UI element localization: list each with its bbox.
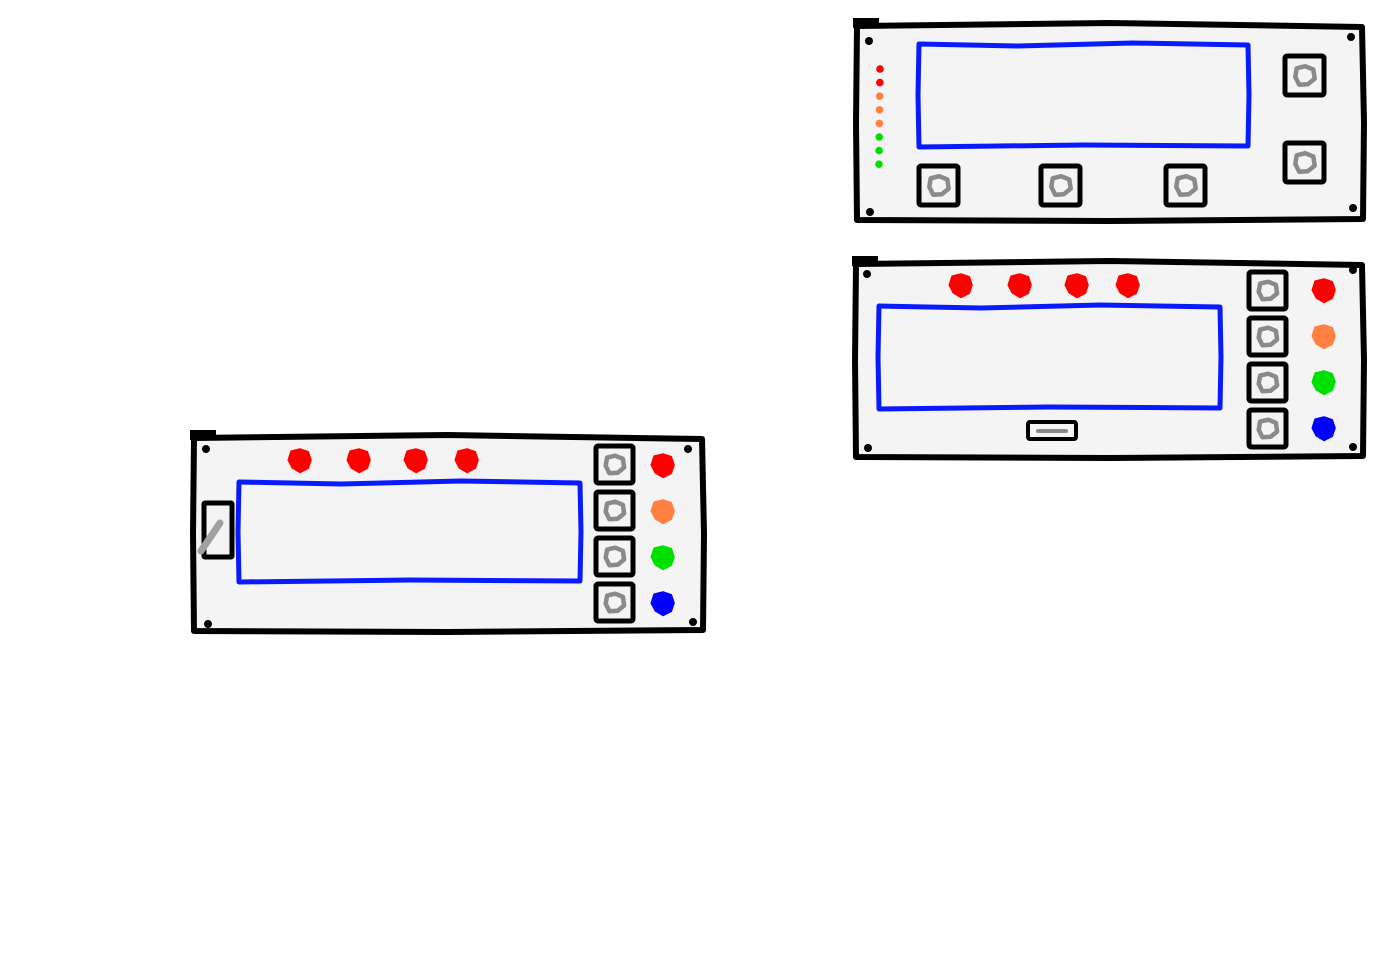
toggle-switch-lever [197, 519, 224, 555]
knob-button[interactable] [593, 535, 636, 578]
knob-button[interactable] [1038, 163, 1083, 208]
level-meter-led [875, 160, 883, 168]
knob-housing [1246, 361, 1289, 404]
knob-icon [1256, 371, 1280, 394]
status-light-red [1311, 278, 1336, 304]
knob-housing [593, 535, 636, 578]
level-meter-led [875, 133, 884, 141]
knob-icon [603, 499, 627, 522]
knob-housing [916, 163, 961, 208]
corner-tab [852, 256, 878, 266]
knob-icon [1256, 279, 1280, 302]
status-light-blue [1311, 416, 1336, 442]
level-meter-led [875, 146, 883, 155]
knob-button[interactable] [1246, 269, 1289, 312]
knob-button[interactable] [1282, 53, 1327, 98]
top-indicator-light [948, 273, 973, 299]
status-light-green [650, 545, 675, 571]
knob-icon [1256, 325, 1280, 348]
knob-button[interactable] [593, 581, 636, 624]
top-indicator-light [1064, 273, 1089, 299]
knob-housing [1246, 269, 1289, 312]
status-light-red [650, 453, 675, 479]
screw [684, 445, 692, 453]
top-indicator-light [403, 448, 428, 474]
card-slot[interactable] [1026, 420, 1078, 441]
knob-button[interactable] [1282, 140, 1327, 185]
corner-tab [853, 18, 879, 28]
knob-icon [603, 453, 627, 476]
level-meter-led [876, 65, 884, 73]
knob-housing [1038, 163, 1083, 208]
level-meter-led [876, 78, 884, 87]
screw [864, 444, 872, 452]
knob-icon [603, 545, 627, 568]
knob-button[interactable] [1246, 315, 1289, 358]
knob-button[interactable] [1246, 361, 1289, 404]
knob-housing [1163, 163, 1208, 208]
top-indicator-light [346, 448, 371, 474]
knob-housing [1282, 53, 1327, 98]
panel-bottom-left [190, 430, 707, 635]
top-indicator-light [1115, 273, 1140, 299]
status-light-green [1311, 370, 1336, 396]
knob-button[interactable] [916, 163, 961, 208]
display-screen [875, 302, 1224, 412]
status-light-blue [650, 591, 675, 617]
knob-button[interactable] [593, 443, 636, 486]
screw [863, 270, 871, 278]
knob-housing [593, 489, 636, 532]
knob-icon [1174, 173, 1198, 197]
level-meter-led [875, 92, 884, 100]
knob-housing [1282, 140, 1327, 185]
knob-icon [1256, 417, 1280, 440]
knob-icon [603, 591, 627, 614]
knob-housing [593, 443, 636, 486]
screw [865, 37, 873, 45]
panel-middle-right [852, 256, 1367, 461]
knob-icon [927, 173, 951, 197]
panel-top-right [853, 18, 1367, 224]
knob-icon [1293, 63, 1317, 87]
knob-housing [1246, 315, 1289, 358]
status-light-orange [1311, 324, 1336, 350]
level-meter-led [875, 119, 884, 128]
knob-button[interactable] [1246, 407, 1289, 450]
knob-icon [1049, 173, 1073, 197]
screw [689, 618, 697, 626]
screw [1349, 266, 1357, 274]
panel-frame [853, 20, 1367, 224]
knob-housing [1246, 407, 1289, 450]
display-screen [915, 40, 1252, 150]
level-meter-led [875, 106, 884, 114]
knob-icon [1293, 150, 1317, 174]
top-indicator-light [1007, 273, 1032, 299]
knob-button[interactable] [1163, 163, 1208, 208]
screw [204, 620, 212, 628]
top-indicator-light [454, 448, 479, 474]
knob-housing [593, 581, 636, 624]
display-screen [235, 478, 584, 585]
screw [866, 208, 874, 216]
corner-tab [190, 430, 216, 440]
screw [1347, 33, 1355, 41]
screw [1349, 443, 1357, 451]
screw [1349, 204, 1357, 212]
knob-button[interactable] [593, 489, 636, 532]
status-light-orange [650, 499, 675, 525]
toggle-switch[interactable] [197, 500, 235, 560]
top-indicator-light [287, 448, 312, 474]
screw [202, 445, 210, 453]
